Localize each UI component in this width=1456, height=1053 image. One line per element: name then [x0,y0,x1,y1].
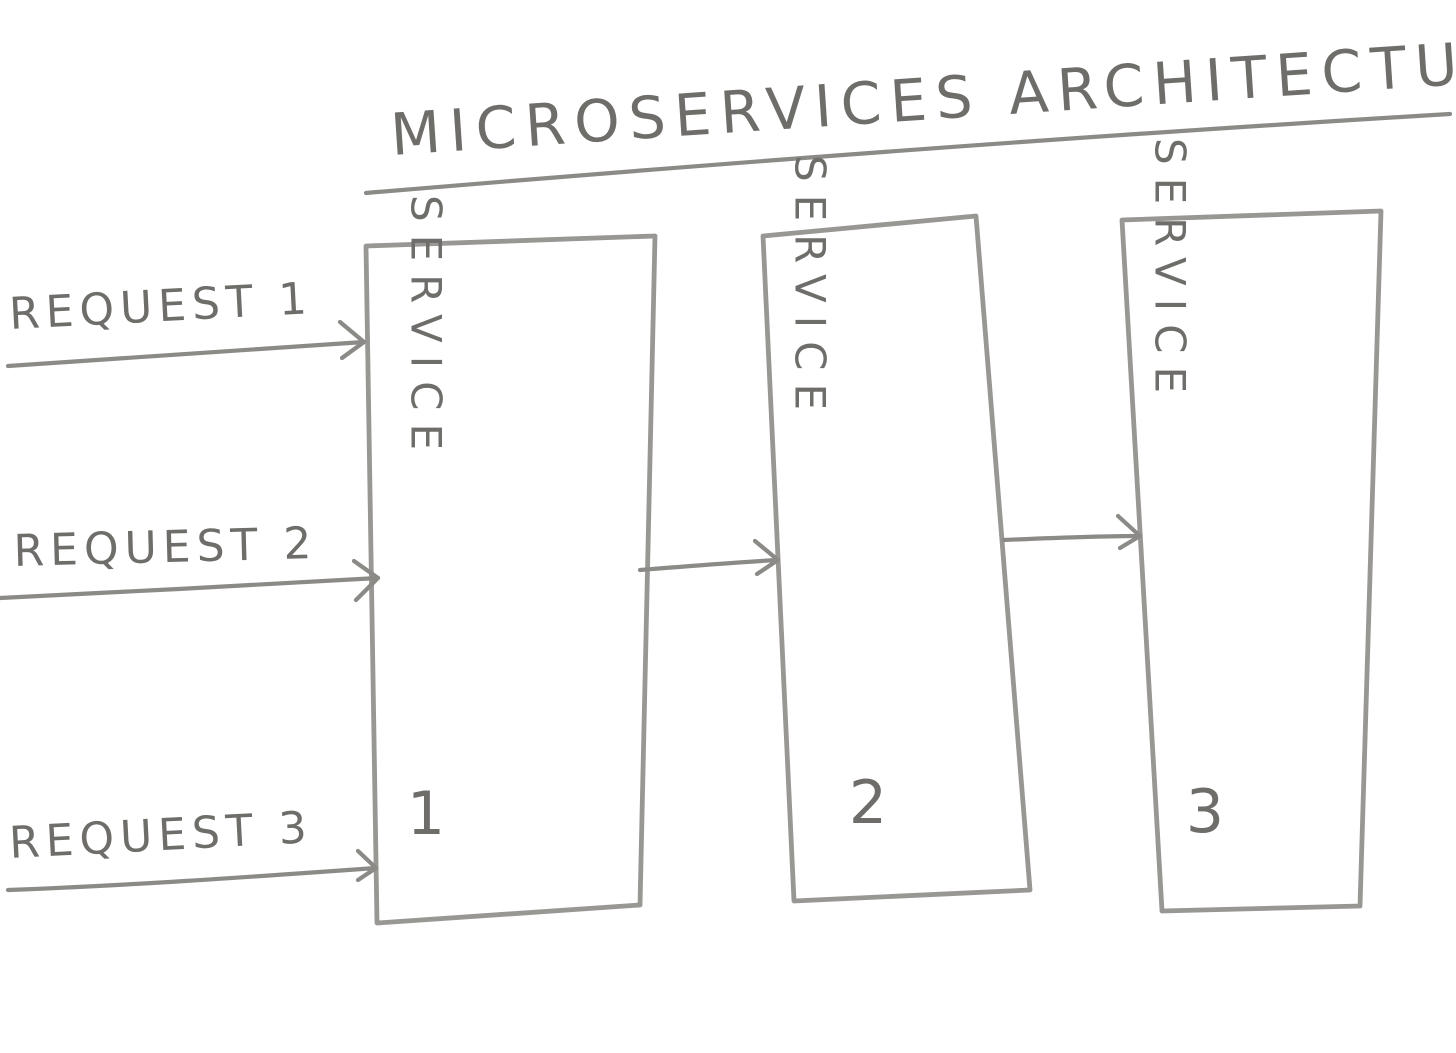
service-1-box: SERVICE 1 [363,195,658,926]
request-1-group: REQUEST 1 [5,273,367,369]
service-2-box: SERVICE 2 [760,155,1033,904]
service-1-letter: SERVICE [402,195,451,463]
connector-2-3-head [1115,513,1143,551]
diagram-title: MICROSERVICES ARCHITECTURE [388,23,1456,169]
request-2-label: REQUEST 2 [13,518,318,577]
service-2-number: 2 [849,768,887,838]
request-2-arrow-head [351,558,381,603]
connector-2-3-line [1001,533,1143,543]
request-3-group: REQUEST 3 [5,802,379,893]
service-2-label: SERVICE [786,155,835,423]
service-2-letter: SERVICE [786,155,835,423]
request-3-arrow-line [5,865,379,893]
request-1-arrow-line [5,339,367,369]
connector-1-2-line [637,557,781,573]
request-3-arrow-head [355,848,379,883]
service-3-box: SERVICE 3 [1119,138,1384,914]
title-group: MICROSERVICES ARCHITECTURE [363,23,1456,196]
service-3-letter: SERVICE [1146,138,1195,406]
service-3-number: 3 [1186,777,1224,847]
connector-1-2-head [752,538,781,577]
service-3-label: SERVICE [1146,138,1195,406]
service-3-rect [1119,208,1384,914]
service-1-label: SERVICE [402,195,451,463]
service-2-rect [760,213,1033,904]
request-1-arrow-head [337,319,367,361]
title-underline [363,111,1453,196]
service-1-rect [363,233,658,926]
request-2-group: REQUEST 2 [0,518,381,603]
connector-2-3 [1001,513,1143,551]
request-2-arrow-line [0,575,381,601]
request-1-label: REQUEST 1 [8,273,314,340]
connector-1-2 [637,538,781,577]
service-1-number: 1 [407,779,445,849]
request-3-label: REQUEST 3 [8,802,314,869]
